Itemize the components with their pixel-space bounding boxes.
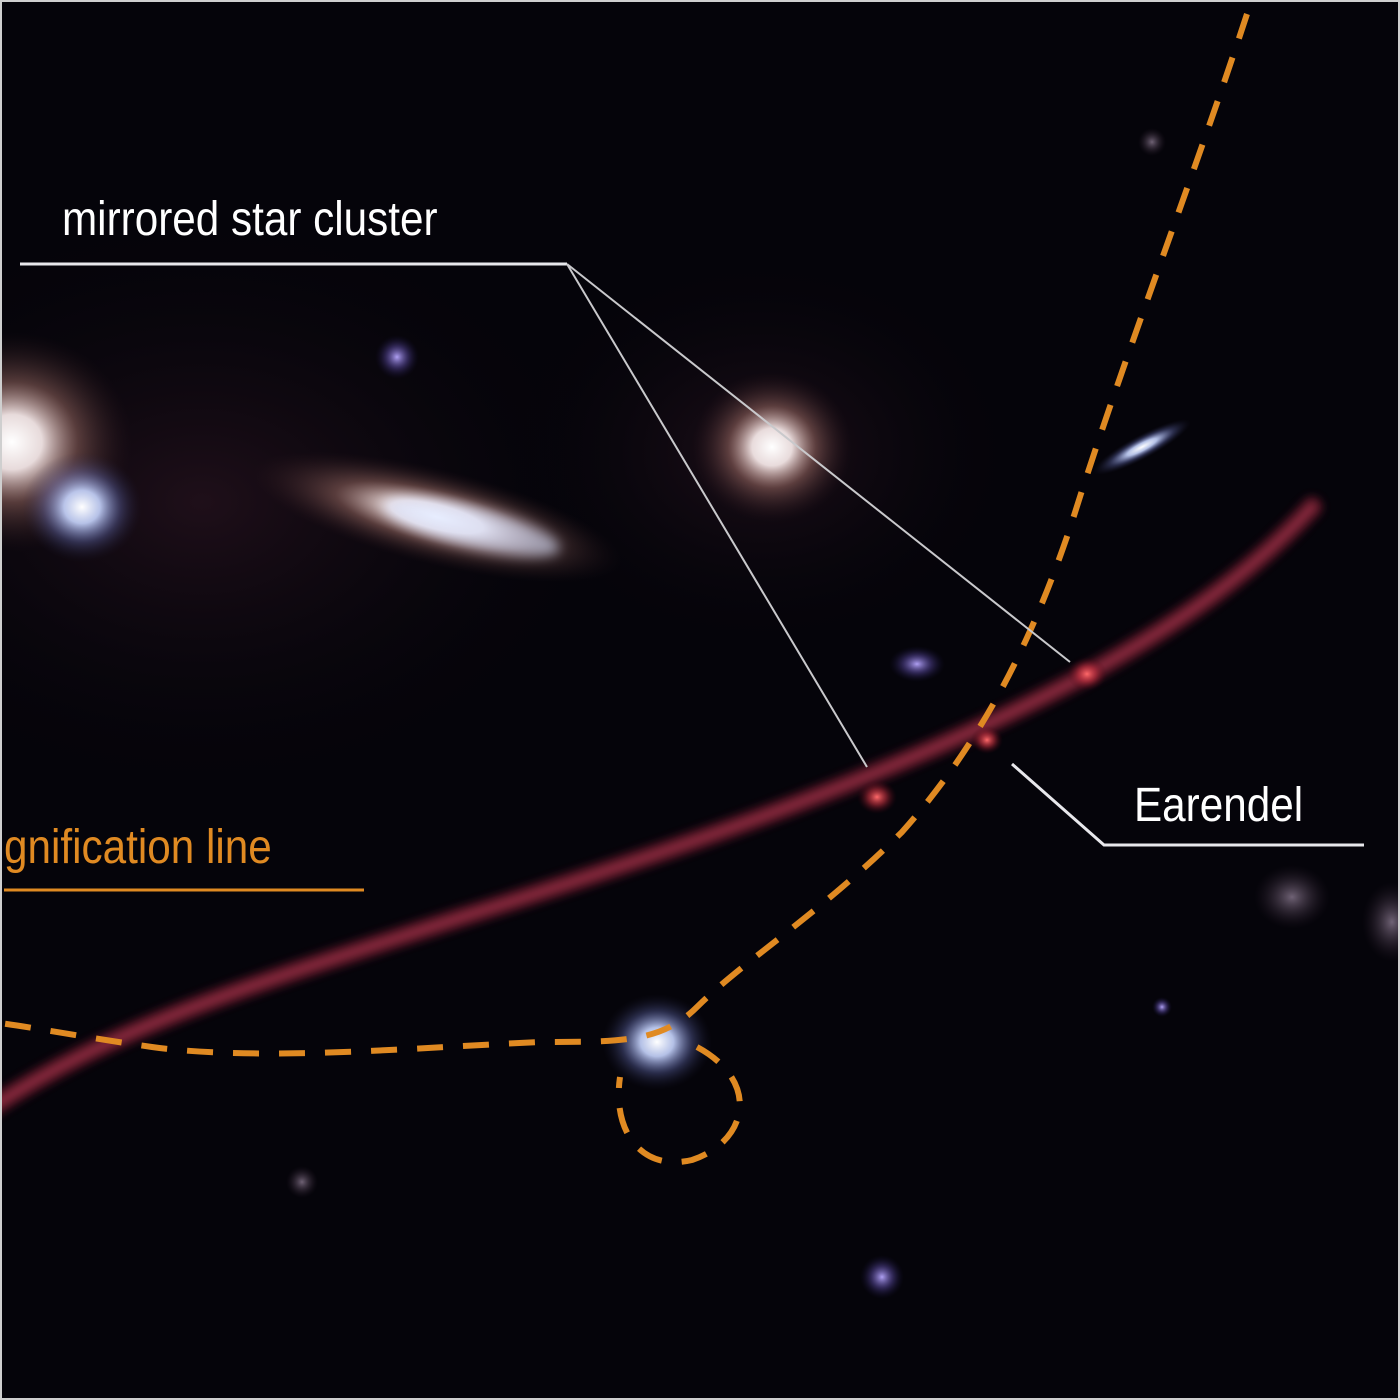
galaxy-elongated (252, 451, 622, 583)
magnification-line-label: gnification line (4, 821, 272, 874)
mirrored-star-cluster-images (857, 657, 1107, 814)
cluster-pointer (20, 262, 1071, 768)
galaxy-bottom-blue (602, 994, 712, 1090)
galaxy-small-blue-streak (1093, 419, 1191, 475)
magnification-line (2, 13, 1250, 1057)
earendel-label: Earendel (1134, 779, 1304, 832)
earendel-pointer (1011, 762, 1364, 847)
galaxy-left-blue (22, 452, 142, 562)
lensed-arc (2, 496, 1323, 1114)
magnification-loop (615, 1044, 743, 1165)
mirrored-star-cluster-label: mirrored star cluster (62, 193, 438, 246)
faint-sources (286, 128, 1398, 1299)
earendel-star (971, 726, 1003, 754)
galaxy-round-center (692, 372, 852, 522)
